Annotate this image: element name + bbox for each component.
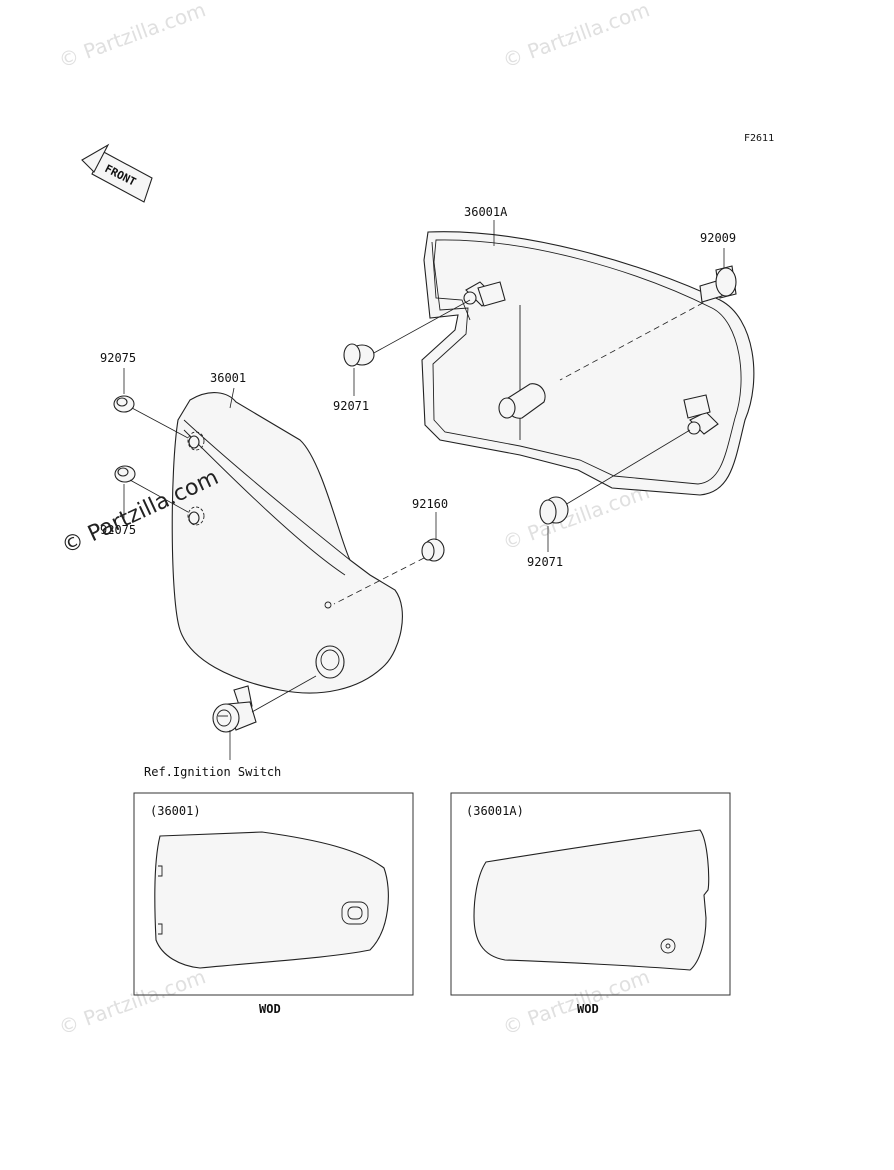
inset-36001A: (36001A) WOD	[450, 792, 731, 1016]
inset-36001: (36001) WOD	[133, 792, 414, 1016]
grommet-92071-left-icon	[343, 343, 375, 367]
side-cover-36001A	[421, 231, 755, 496]
grommet-92075-top-icon	[113, 395, 135, 413]
leader-line	[229, 387, 235, 409]
leader-line	[131, 407, 189, 439]
inset-title: (36001A)	[466, 804, 524, 818]
watermark-bottom-left: © Partzilla.com	[56, 964, 209, 1039]
leader-line	[129, 479, 189, 513]
part-label-36001: 36001	[210, 371, 246, 385]
watermark-top-right: © Partzilla.com	[500, 0, 653, 73]
part-label-92160: 92160	[412, 497, 448, 511]
leader-line	[371, 299, 471, 355]
bolt-92009-icon	[699, 265, 737, 303]
grommet-92160-icon	[421, 538, 445, 562]
assembly-line	[333, 557, 425, 605]
part-label-36001A: 36001A	[464, 205, 508, 219]
assembly-line	[559, 297, 713, 381]
part-label-92075-top: 92075	[100, 351, 136, 365]
grommet-92071-bottom-icon	[539, 496, 569, 525]
part-label-92071-bottom: 92071	[527, 555, 563, 569]
ignition-switch-icon	[212, 685, 257, 733]
front-arrow-icon: FRONT	[81, 143, 153, 203]
side-cover-36001	[171, 392, 403, 694]
leader-line	[559, 429, 691, 509]
part-label-92009: 92009	[700, 231, 736, 245]
watermark-top-left: © Partzilla.com	[56, 0, 209, 73]
leader-line	[251, 675, 317, 713]
watermark-mid-right: © Partzilla.com	[500, 479, 653, 554]
part-label-92071-left: 92071	[333, 399, 369, 413]
inset-caption: WOD	[259, 1002, 281, 1016]
ref-ignition-switch-label: Ref.Ignition Switch	[144, 765, 281, 779]
inset-frame	[133, 792, 414, 996]
inset-frame	[450, 792, 731, 996]
grommet-92075-mid-icon	[114, 465, 136, 483]
inset-caption: WOD	[577, 1002, 599, 1016]
inset-title: (36001)	[150, 804, 201, 818]
figure-code: F2611	[744, 133, 774, 144]
part-label-92075-mid: 92075	[100, 523, 136, 537]
